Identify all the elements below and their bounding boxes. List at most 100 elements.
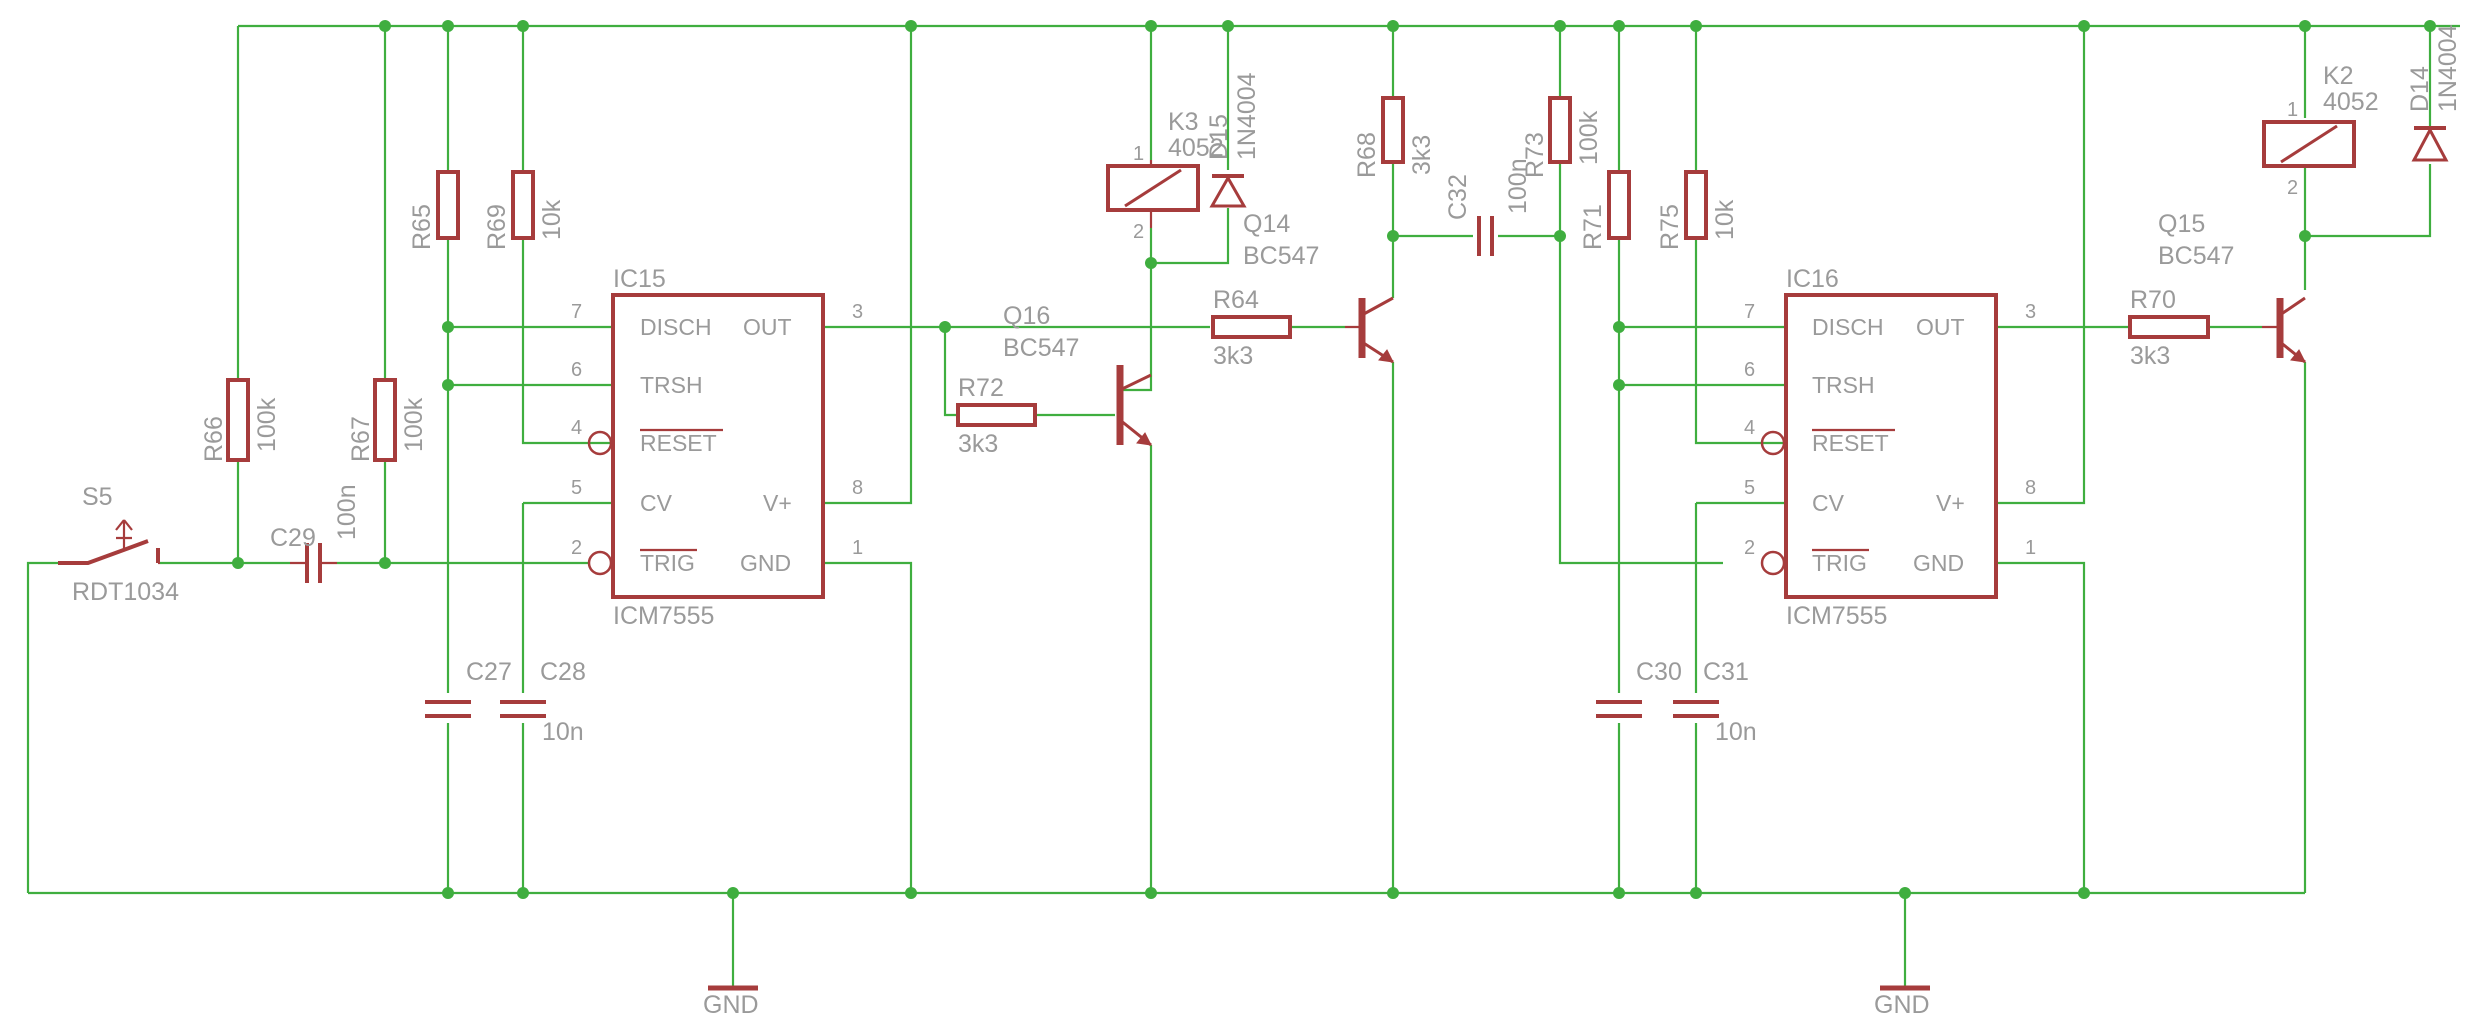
ground-left: GND: [703, 985, 759, 1019]
c28-value: 10n: [542, 718, 584, 746]
capacitor-c27: C27: [425, 658, 512, 718]
svg-text:1: 1: [2287, 99, 2298, 121]
q14-name: Q14: [1243, 210, 1290, 238]
d15-value: 1N4004: [1233, 72, 1261, 160]
c29-name: C29: [270, 524, 316, 552]
svg-text:7: 7: [571, 301, 582, 323]
transistor-q16: Q16 BC547: [1003, 302, 1152, 447]
svg-text:3: 3: [2025, 301, 2036, 323]
diode-d14: D14 1N4004: [2406, 24, 2462, 162]
svg-text:GND: GND: [1913, 550, 1964, 576]
svg-text:TRSH: TRSH: [1812, 372, 1875, 398]
c31-value: 10n: [1715, 718, 1757, 746]
c29-value: 100n: [333, 484, 361, 540]
r70-name: R70: [2130, 286, 2176, 314]
svg-text:3: 3: [852, 301, 863, 323]
r71-name: R71: [1579, 204, 1607, 250]
diode-d15: D15 1N4004: [1205, 72, 1261, 208]
r64-value: 3k3: [1213, 342, 1253, 370]
capacitor-c31: C31 10n: [1673, 658, 1757, 746]
svg-text:RESET: RESET: [640, 430, 717, 456]
c32-name: C32: [1444, 174, 1472, 220]
r73-value: 100k: [1575, 110, 1603, 165]
svg-text:1: 1: [1133, 143, 1144, 165]
svg-text:8: 8: [2025, 477, 2036, 499]
r72-value: 3k3: [958, 430, 998, 458]
r66-value: 100k: [253, 397, 281, 452]
resistor-r71: R71: [1579, 170, 1631, 250]
r75-value: 10k: [1711, 199, 1739, 240]
svg-text:6: 6: [1744, 359, 1755, 381]
k2-value: 4052: [2323, 88, 2379, 116]
q15-name: Q15: [2158, 210, 2205, 238]
r72-name: R72: [958, 374, 1004, 402]
ic16-name: IC16: [1786, 265, 1839, 293]
r73-name: R73: [1521, 132, 1549, 178]
resistor-r64: R64 3k3: [1211, 286, 1292, 370]
svg-text:2: 2: [2287, 177, 2298, 199]
svg-text:OUT: OUT: [1916, 314, 1965, 340]
ic16: IC16 ICM7555 DISCH TRSH RESET CV TRIG OU…: [1744, 265, 2036, 630]
resistor-r68: R68 3k3: [1353, 96, 1436, 178]
junctions: [232, 20, 2436, 899]
capacitor-c30: C30: [1596, 658, 1682, 718]
transistor-q14: Q14 BC547: [1243, 210, 1394, 364]
resistor-r70: R70 3k3: [2128, 286, 2210, 370]
c27-name: C27: [466, 658, 512, 686]
ground-right-label: GND: [1874, 991, 1930, 1019]
ground-left-label: GND: [703, 991, 759, 1019]
svg-text:GND: GND: [740, 550, 791, 576]
ic16-value: ICM7555: [1786, 602, 1887, 630]
wires: [26, 24, 2460, 988]
svg-text:5: 5: [571, 477, 582, 499]
svg-text:4: 4: [1744, 417, 1755, 439]
relay-k3: 1 2 K3 4052: [1106, 108, 1224, 243]
d15-name: D15: [1205, 114, 1233, 160]
r69-value: 10k: [538, 199, 566, 240]
ic15-name: IC15: [613, 265, 666, 293]
k3-name: K3: [1168, 108, 1199, 136]
svg-text:V+: V+: [1936, 490, 1965, 516]
ic15-value: ICM7555: [613, 602, 714, 630]
resistor-r75: R75 10k: [1656, 170, 1739, 250]
switch-value: RDT1034: [72, 578, 179, 606]
r68-value: 3k3: [1408, 135, 1436, 175]
r66-name: R66: [200, 416, 228, 462]
q16-name: Q16: [1003, 302, 1050, 330]
r65-name: R65: [408, 204, 436, 250]
svg-text:DISCH: DISCH: [640, 314, 712, 340]
svg-text:TRIG: TRIG: [1812, 550, 1867, 576]
r64-name: R64: [1213, 286, 1259, 314]
svg-text:1: 1: [852, 537, 863, 559]
ic15: IC15 ICM7555 DISCH TRSH RESET CV TRIG OU…: [571, 265, 863, 630]
svg-text:2: 2: [1744, 537, 1755, 559]
svg-text:RESET: RESET: [1812, 430, 1889, 456]
k3-value: 4052: [1168, 134, 1224, 162]
svg-text:DISCH: DISCH: [1812, 314, 1884, 340]
d14-name: D14: [2406, 66, 2434, 112]
resistor-r72: R72 3k3: [956, 374, 1037, 458]
svg-text:V+: V+: [763, 490, 792, 516]
svg-text:OUT: OUT: [743, 314, 792, 340]
svg-text:2: 2: [1133, 221, 1144, 243]
c30-name: C30: [1636, 658, 1682, 686]
q16-value: BC547: [1003, 334, 1079, 362]
r68-name: R68: [1353, 132, 1381, 178]
q15-value: BC547: [2158, 242, 2234, 270]
relay-k2: 1 2 K2 4052: [2262, 62, 2379, 199]
resistor-r65: R65: [408, 170, 460, 250]
svg-text:CV: CV: [1812, 490, 1845, 516]
q14-value: BC547: [1243, 242, 1319, 270]
r67-value: 100k: [400, 397, 428, 452]
r69-name: R69: [483, 204, 511, 250]
ground-right: GND: [1874, 985, 1930, 1019]
svg-text:TRSH: TRSH: [640, 372, 703, 398]
c31-name: C31: [1703, 658, 1749, 686]
r70-value: 3k3: [2130, 342, 2170, 370]
svg-text:6: 6: [571, 359, 582, 381]
c28-name: C28: [540, 658, 586, 686]
k2-name: K2: [2323, 62, 2354, 90]
r75-name: R75: [1656, 204, 1684, 250]
c32-value: 100n: [1504, 158, 1532, 214]
